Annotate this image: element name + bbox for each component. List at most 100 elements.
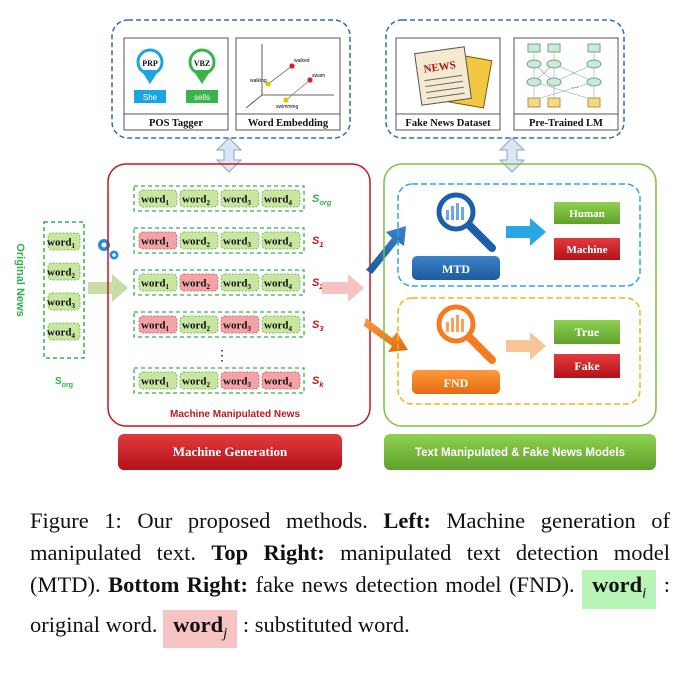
- pretrained-lm-label: Pre-Trained LM: [529, 118, 603, 129]
- original-word: word3: [47, 292, 81, 311]
- mtd-output-arrow-icon: [506, 218, 546, 246]
- pos-tagger-tile: POS Tagger PRP She VBZ sells: [123, 37, 229, 131]
- svg-text:word2: word2: [47, 267, 75, 281]
- svg-text:word1: word1: [141, 320, 169, 334]
- true-box: [554, 320, 620, 344]
- original-word: word4: [261, 273, 301, 292]
- svg-text:VBZ: VBZ: [194, 59, 210, 68]
- fake-label: Fake: [574, 359, 600, 373]
- original-word: word2: [179, 189, 219, 208]
- figure-caption: Figure 1: Our proposed methods. Left: Ma…: [30, 505, 670, 648]
- machine-generation-container: [107, 163, 371, 427]
- sentence-label: S2: [312, 277, 324, 291]
- original-word: word3: [220, 189, 260, 208]
- svg-text:PRP: PRP: [142, 59, 158, 68]
- svg-text:…: …: [571, 81, 579, 90]
- svg-text:swam: swam: [312, 73, 325, 79]
- svg-text:word2: word2: [182, 320, 210, 334]
- resources-panel: [385, 19, 625, 139]
- svg-text:word3: word3: [223, 278, 251, 292]
- svg-text:word3: word3: [223, 376, 251, 390]
- mtd-label: MTD: [442, 262, 470, 276]
- models-bar: [384, 434, 656, 470]
- original-word: word2: [47, 262, 81, 281]
- original-word: word3: [220, 231, 260, 250]
- original-word: word4: [261, 231, 301, 250]
- pos-pin-icon: VBZ sells: [186, 48, 218, 103]
- magnifier-orange-icon: [436, 304, 496, 364]
- sentence-label: Sk: [312, 375, 324, 389]
- fnd-output-arrow-icon: [506, 332, 546, 360]
- fnd-box: [412, 370, 500, 394]
- original-word: word4: [261, 315, 301, 334]
- sentence-label: S1: [312, 235, 324, 249]
- sentence-label: Sorg: [312, 193, 332, 207]
- svg-text:word3: word3: [223, 236, 251, 250]
- original-word: word1: [138, 371, 178, 390]
- substituted-word-legend: wordj: [163, 609, 238, 648]
- original-news-box: [43, 221, 85, 359]
- svg-text:word1: word1: [141, 376, 169, 390]
- to-mtd-arrow-icon: [366, 226, 406, 274]
- svg-text:word4: word4: [264, 278, 292, 292]
- method-diagram: POS Tagger PRP She VBZ sells Word Embedd…: [14, 19, 657, 470]
- substituted-word: word1: [138, 231, 178, 250]
- machine-manipulated-news-label: Machine Manipulated News: [170, 409, 300, 420]
- machine-generation-label: Machine Generation: [173, 444, 288, 459]
- svg-text:word4: word4: [264, 236, 292, 250]
- svg-text:word3: word3: [223, 320, 251, 334]
- svg-text:word1: word1: [141, 194, 169, 208]
- original-word: word3: [220, 273, 260, 292]
- machine-label: Machine: [567, 244, 608, 256]
- original-news-sublabel: Sorg: [55, 376, 73, 389]
- mtd-panel: [397, 183, 641, 287]
- double-arrow-icon: [215, 137, 243, 173]
- original-word: word2: [179, 231, 219, 250]
- svg-text:word2: word2: [182, 278, 210, 292]
- svg-text:word1: word1: [47, 237, 75, 251]
- svg-text:word1: word1: [141, 236, 169, 250]
- svg-text:word4: word4: [264, 376, 292, 390]
- human-box: [554, 202, 620, 224]
- original-news-label: Original News: [14, 243, 26, 316]
- gear-icon: [98, 239, 119, 260]
- original-word: word2: [179, 371, 219, 390]
- sentence-label: S3: [312, 319, 324, 333]
- sentence-row: [133, 367, 305, 394]
- svg-text:word4: word4: [264, 320, 292, 334]
- svg-text:word1: word1: [141, 278, 169, 292]
- true-label: True: [575, 325, 600, 339]
- svg-text:She: She: [143, 93, 158, 102]
- svg-text:word4: word4: [47, 327, 75, 341]
- sentence-row: [133, 227, 305, 254]
- word-embedding-tile: Word Embedding walked walking swam swimm…: [235, 37, 341, 131]
- newspaper-icon: NEWS: [414, 46, 493, 109]
- fake-box: [554, 354, 620, 378]
- svg-text:word2: word2: [182, 236, 210, 250]
- pos-tagger-label: POS Tagger: [149, 118, 203, 129]
- fnd-panel: [397, 297, 641, 405]
- svg-text:word2: word2: [182, 376, 210, 390]
- original-word: word4: [261, 189, 301, 208]
- magnifier-blue-icon: [436, 192, 496, 252]
- double-arrow-icon: [498, 137, 526, 173]
- sentence-row: [133, 269, 305, 296]
- fake-news-dataset-label: Fake News Dataset: [405, 118, 491, 129]
- sentence-row: [133, 185, 305, 212]
- substituted-word: word3: [220, 371, 260, 390]
- fake-news-dataset-tile: Fake News Dataset NEWS: [395, 37, 501, 131]
- original-word: word4: [47, 322, 81, 341]
- machine-generation-bar: [118, 434, 342, 470]
- human-label: Human: [569, 208, 604, 220]
- svg-text:NEWS: NEWS: [423, 59, 457, 75]
- original-word-legend: wordi: [582, 570, 657, 609]
- pretrained-lm-tile: Pre-Trained LM …: [513, 37, 619, 131]
- nlp-tools-panel: [111, 19, 351, 139]
- original-word: word1: [138, 273, 178, 292]
- original-word: word1: [47, 232, 81, 251]
- machine-box: [554, 238, 620, 260]
- svg-text:walked: walked: [294, 58, 310, 64]
- ellipsis: ⋮: [215, 349, 229, 364]
- to-fnd-arrow-icon: [364, 318, 408, 352]
- svg-text:walking: walking: [250, 78, 267, 84]
